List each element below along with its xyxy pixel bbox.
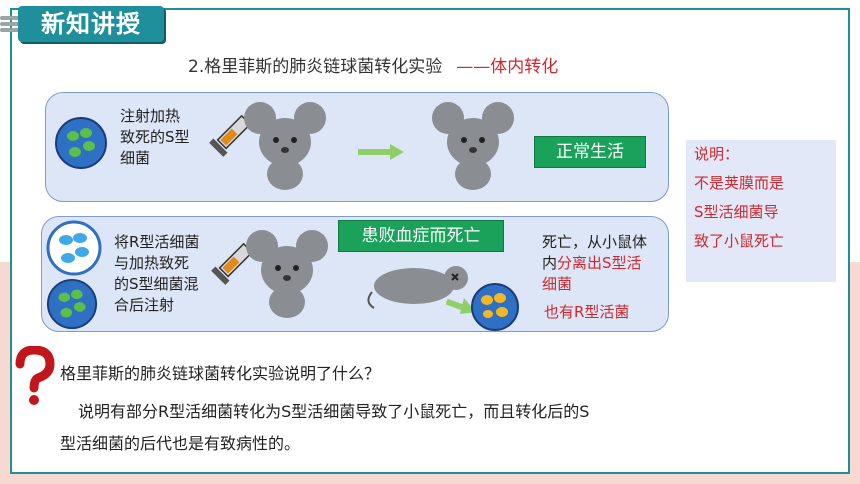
- question-mark-icon: [15, 346, 55, 405]
- r-bacteria-icon: [46, 220, 102, 276]
- dead-mouse-icon: [367, 266, 468, 309]
- question-text: 格里菲斯的肺炎链球菌转化实验说明了什么？: [60, 364, 381, 383]
- s-bacteria-icon: [46, 278, 98, 330]
- explanation-note: 说明： 不是荚膜而是 S型活细菌导 致了小鼠死亡: [686, 140, 836, 282]
- mouse-icon: [246, 230, 328, 318]
- exp1-label: 注射加热 致死的S型 细菌: [120, 107, 190, 167]
- exp2-finding: 死亡，从小鼠体 内分离出S型活 细菌: [542, 233, 648, 293]
- binder-rings-icon: [0, 14, 24, 36]
- mouse-icon: [432, 102, 514, 190]
- slide-subtitle: 2.格里菲斯的肺炎链球菌转化实验——体内转化: [188, 57, 559, 77]
- subtitle-highlight: ——体内转化: [456, 57, 559, 77]
- s-bacteria-icon: [55, 117, 107, 169]
- exp2-label: 将R型活细菌 与加热致死 的S型细菌混 合后注射: [114, 233, 200, 314]
- exp2-r-bacteria-note: 也有R型活菌: [544, 303, 630, 321]
- result-death-badge: 患败血症而死亡: [338, 220, 504, 252]
- section-tab: 新知讲授: [18, 6, 164, 42]
- arrow-right-icon: [358, 144, 404, 160]
- section-title: 新知讲授: [41, 10, 141, 38]
- answer-line-2: 型活细菌的后代也是有致病性的。: [60, 434, 301, 453]
- answer-line-1: 说明有部分R型活细菌转化为S型活细菌导致了小鼠死亡，而且转化后的S: [78, 402, 590, 421]
- isolated-bacteria-icon: [471, 283, 519, 331]
- mouse-icon: [244, 102, 326, 190]
- result-normal-badge: 正常生活: [534, 136, 646, 168]
